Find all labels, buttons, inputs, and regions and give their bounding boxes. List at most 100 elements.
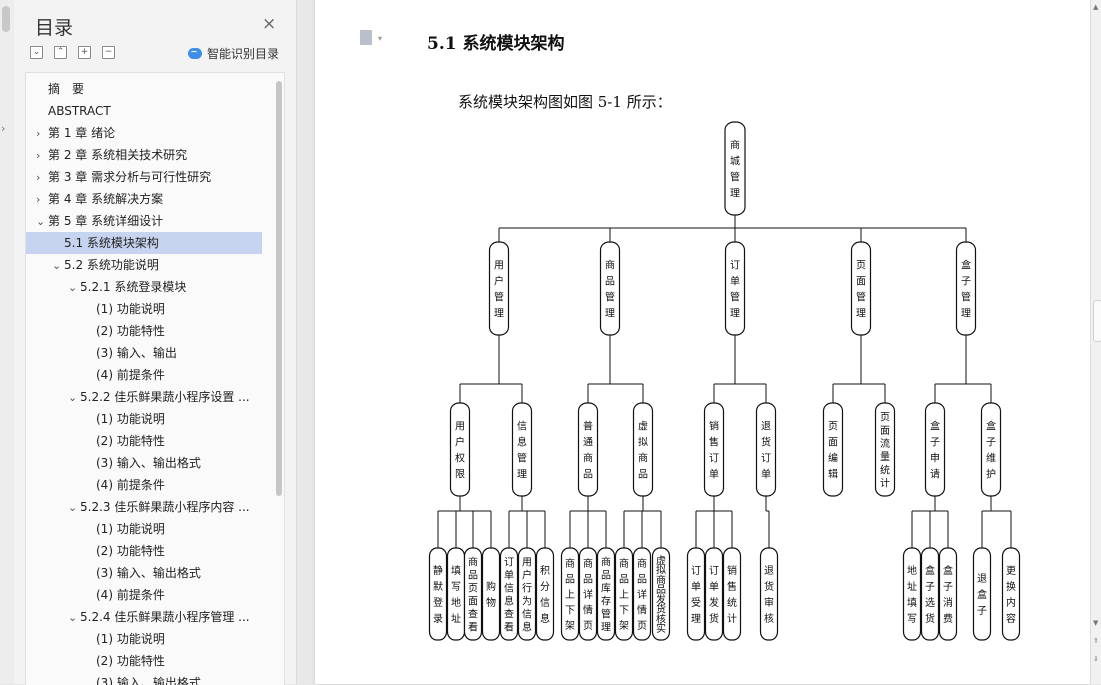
- toc-item[interactable]: (3) 输入、输出格式: [26, 452, 262, 474]
- toc-item-label: 5.1 系统模块架构: [64, 236, 159, 250]
- toc-item[interactable]: (4) 前提条件: [26, 584, 262, 606]
- leaf-node: 更换内容: [1001, 547, 1021, 641]
- chevron-down-icon[interactable]: ▾: [378, 34, 383, 43]
- chevron-down-icon[interactable]: ⌄: [68, 391, 78, 404]
- diagram-node-label: 商品上下架: [619, 557, 629, 632]
- toc-item[interactable]: 5.1 系统模块架构: [26, 232, 262, 254]
- toc-item[interactable]: (3) 输入、输出: [26, 342, 262, 364]
- toc-item[interactable]: (2) 功能特性: [26, 540, 262, 562]
- toc-item-label: 第 5 章 系统详细设计: [48, 214, 164, 228]
- scroll-up-icon[interactable]: ▲: [1093, 3, 1099, 11]
- chevron-down-icon[interactable]: ⌄: [52, 259, 62, 272]
- toc-item-label: 5.2.3 佳乐鲜果蔬小程序内容 ...: [80, 500, 250, 514]
- add-heading-icon[interactable]: +: [78, 46, 91, 59]
- toc-item[interactable]: (2) 功能特性: [26, 320, 262, 342]
- submodule-node: 销售订单: [703, 402, 725, 497]
- toc-item[interactable]: ⌄5.2.1 系统登录模块: [26, 276, 262, 298]
- toc-item[interactable]: (1) 功能说明: [26, 298, 262, 320]
- document-icon[interactable]: [360, 30, 372, 45]
- toc-item-label: (3) 输入、输出: [96, 346, 177, 360]
- toc-item[interactable]: (3) 输入、输出格式: [26, 562, 262, 584]
- toc-item[interactable]: ⌄5.2.2 佳乐鲜果蔬小程序设置 ...: [26, 386, 262, 408]
- toc-item-label: 第 3 章 需求分析与可行性研究: [48, 170, 212, 184]
- toc-item[interactable]: › 第 1 章 绪论: [26, 122, 262, 144]
- chevron-down-icon[interactable]: ⌄: [36, 215, 46, 228]
- page-down-icon[interactable]: ⇓: [1093, 655, 1099, 663]
- chevron-down-icon[interactable]: ⌄: [68, 611, 78, 624]
- toc-item-label: (4) 前提条件: [96, 368, 165, 382]
- expand-up-icon[interactable]: ⌃: [54, 46, 67, 59]
- close-icon[interactable]: ×: [262, 14, 277, 34]
- leaf-node: 商品详情页: [578, 547, 598, 641]
- chevron-down-icon[interactable]: ⌄: [68, 281, 78, 294]
- toc-item-label: (1) 功能说明: [96, 302, 165, 316]
- page-up-icon[interactable]: ⇑: [1093, 637, 1099, 645]
- diagram-node-label: 盒子申请: [930, 420, 940, 481]
- leaf-node: 退盒子: [972, 547, 992, 641]
- module-node: 用户管理: [488, 241, 510, 336]
- chevron-right-icon[interactable]: ›: [36, 171, 41, 184]
- chevron-down-icon[interactable]: ⌄: [68, 501, 78, 514]
- diagram-node-label: 更换内容: [1006, 565, 1016, 625]
- toc-item-label: (2) 功能特性: [96, 544, 165, 558]
- toc-item[interactable]: 摘 要: [26, 78, 262, 100]
- toc-item[interactable]: › 第 3 章 需求分析与可行性研究: [26, 166, 262, 188]
- diagram-node-label: 商品上下架: [565, 557, 575, 632]
- toc-item[interactable]: ⌄5.2.3 佳乐鲜果蔬小程序内容 ...: [26, 496, 262, 518]
- scroll-down-icon[interactable]: ▼: [1093, 619, 1099, 627]
- leaf-node: 商品详情页: [632, 547, 652, 641]
- toc-item[interactable]: (3) 输入、输出格式: [26, 672, 262, 685]
- submodule-node: 页面流量统计: [874, 402, 896, 497]
- toc-item-label: 第 4 章 系统解决方案: [48, 192, 164, 206]
- leaf-node: 退货审核: [759, 547, 779, 641]
- toc-item[interactable]: (4) 前提条件: [26, 364, 262, 386]
- toc-item[interactable]: (1) 功能说明: [26, 408, 262, 430]
- submodule-node: 盒子维护: [980, 402, 1002, 497]
- toc-scrollbar[interactable]: [276, 81, 282, 496]
- toc-item-label: 第 1 章 绪论: [48, 126, 116, 140]
- submodule-node: 退货订单: [755, 402, 777, 497]
- toc-item[interactable]: ⌄5.2 系统功能说明: [26, 254, 262, 276]
- toc-item-label: ABSTRACT: [48, 104, 111, 118]
- module-node: 订单管理: [724, 241, 746, 336]
- toc-item[interactable]: (4) 前提条件: [26, 474, 262, 496]
- document-scrollbar[interactable]: ▲ ▼ ⇑ ⇓: [1090, 0, 1101, 684]
- diagram-node-label: 盒子消费: [943, 564, 953, 625]
- leaf-node: 地址填写: [902, 547, 922, 641]
- diagram-node-label: 虚拟商品发货核实: [656, 555, 666, 635]
- remove-heading-icon[interactable]: −: [102, 46, 115, 59]
- toc-item[interactable]: ›第 2 章 系统相关技术研究: [26, 144, 262, 166]
- collapse-all-icon[interactable]: ⌄: [30, 46, 43, 59]
- diagram-node-label: 商品库存管理: [601, 556, 611, 634]
- chevron-right-icon[interactable]: ›: [36, 149, 41, 162]
- panel-scroll-thumb[interactable]: [2, 6, 10, 32]
- diagram-node-label: 商品详情页: [637, 557, 647, 632]
- diagram-node-label: 静默登录: [433, 564, 443, 625]
- toc-item[interactable]: (2) 功能特性: [26, 430, 262, 452]
- toc-item[interactable]: ⌄第 5 章 系统详细设计: [26, 210, 262, 232]
- chevron-right-icon[interactable]: ›: [36, 127, 41, 140]
- toc-item[interactable]: (2) 功能特性: [26, 650, 262, 672]
- toc-item[interactable]: › 第 4 章 系统解决方案: [26, 188, 262, 210]
- toc-item[interactable]: (1) 功能说明: [26, 628, 262, 650]
- diagram-node-label: 盒子维护: [986, 420, 996, 481]
- module-node: 商品管理: [599, 241, 621, 336]
- toc-item-label: (3) 输入、输出格式: [96, 456, 201, 470]
- toc-item-label: (2) 功能特性: [96, 434, 165, 448]
- toc-item-label: 摘 要: [48, 82, 85, 96]
- leaf-node: 静默登录: [428, 547, 448, 641]
- diagram-node-label: 销售订单: [709, 420, 719, 481]
- chevron-right-icon[interactable]: ›: [36, 193, 41, 206]
- diagram-node-label: 用户行为信息: [522, 558, 532, 634]
- toc-item[interactable]: ⌄5.2.4 佳乐鲜果蔬小程序管理 ...: [26, 606, 262, 628]
- diagram-node-label: 购物: [486, 580, 496, 609]
- toc-item[interactable]: ABSTRACT: [26, 100, 262, 122]
- smart-toc-button[interactable]: 智能识别目录: [188, 45, 279, 62]
- diagram-node-label: 订单受理: [691, 565, 701, 625]
- toc-item-label: 5.2.1 系统登录模块: [80, 280, 187, 294]
- toc-item[interactable]: (1) 功能说明: [26, 518, 262, 540]
- smart-toc-label: 智能识别目录: [207, 47, 280, 61]
- diagram-node-label: 退货订单: [761, 421, 771, 481]
- diagram-node-label: 地址填写: [907, 564, 917, 625]
- document-scroll-thumb[interactable]: [1093, 300, 1101, 342]
